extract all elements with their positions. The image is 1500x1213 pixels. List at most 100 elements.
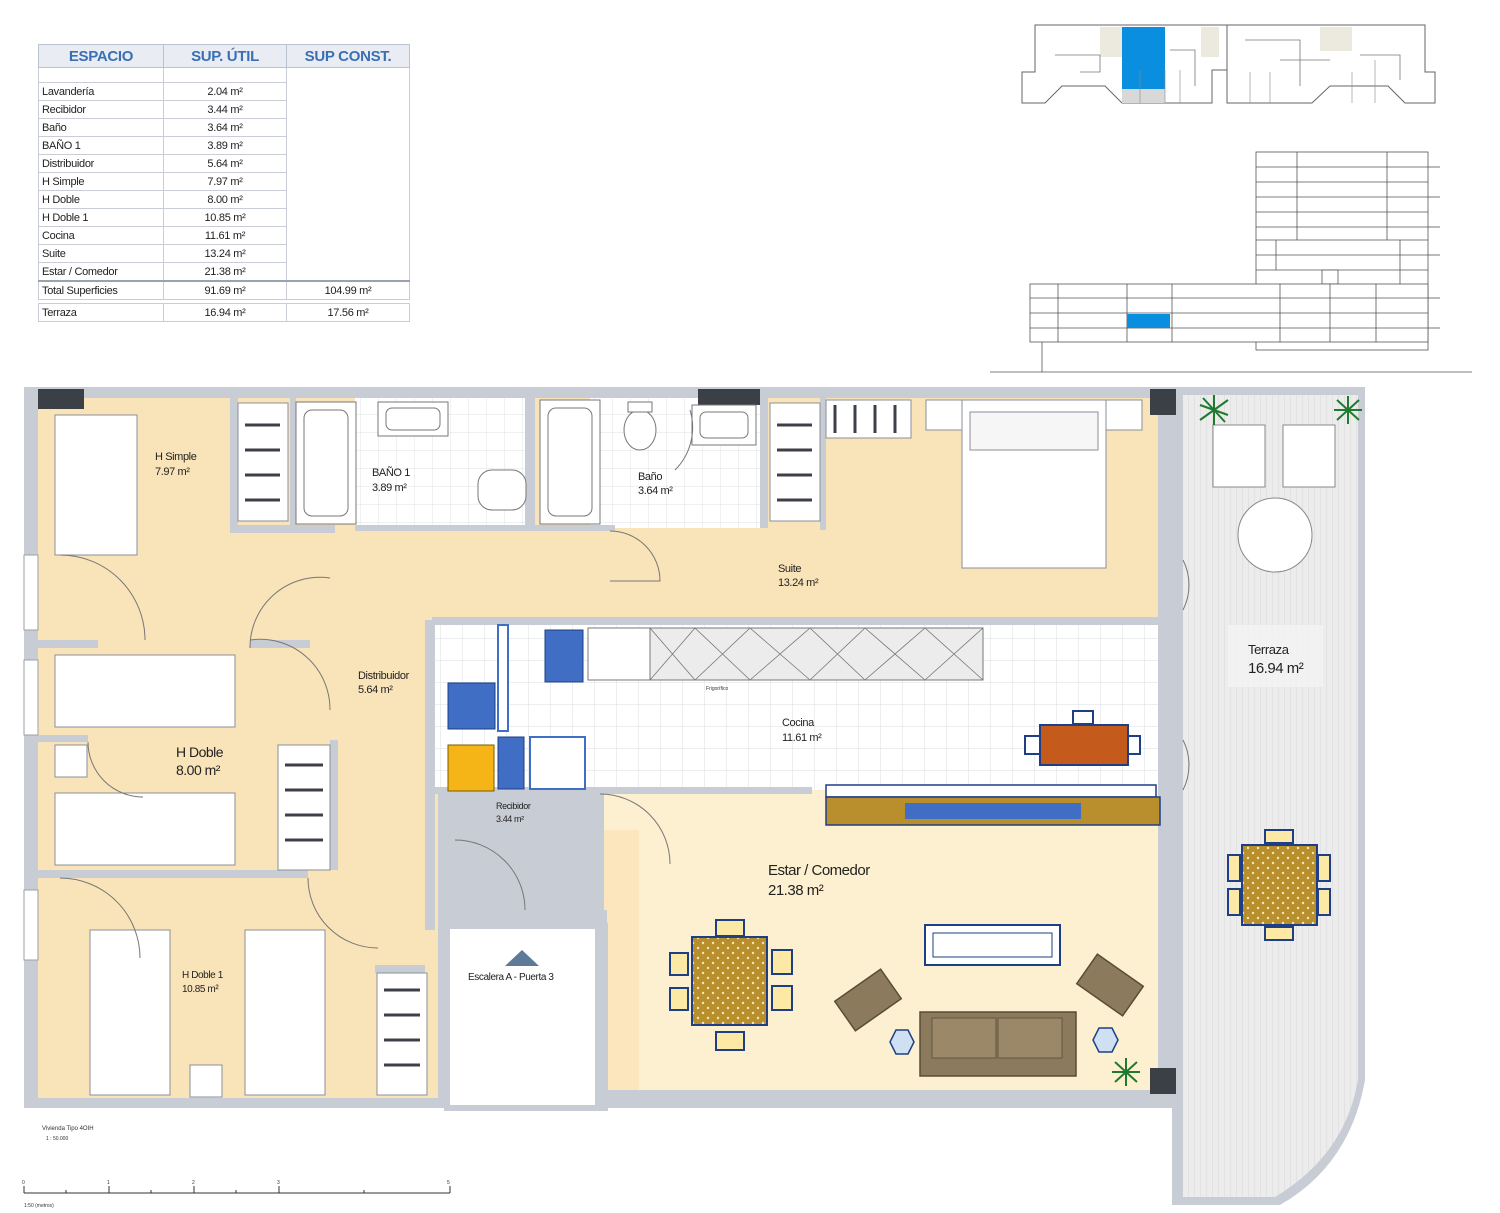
- kitchen-table: [1039, 724, 1129, 766]
- label-h-simple: H Simple: [155, 451, 197, 463]
- label-bano1: BAÑO 1: [372, 466, 410, 479]
- label-terraza: Terraza: [1248, 642, 1290, 657]
- label-h-doble: H Doble: [176, 744, 224, 760]
- wardrobe-hangers: [245, 405, 897, 1067]
- scale-tick-0: 0: [22, 1180, 25, 1186]
- scale-tick-5: 5: [447, 1180, 450, 1186]
- toilet-2: [623, 409, 657, 451]
- bed-h-doble-a: [54, 654, 236, 728]
- terrace-const: 17.56 m²: [286, 303, 410, 322]
- apartment-plan: [23, 387, 1365, 1205]
- left-windows: [23, 554, 39, 961]
- row-util: 7.97 m²: [163, 172, 287, 191]
- area-h-doble: 8.00 m²: [176, 762, 221, 778]
- label-suite: Suite: [778, 563, 801, 575]
- building-elevation: [990, 151, 1472, 373]
- room-labels: H Simple 7.97 m² BAÑO 1 3.89 m² Baño 3.6…: [155, 451, 1304, 995]
- bath-fixtures: [295, 399, 757, 525]
- elevation-highlight: [1127, 314, 1170, 328]
- row-space: BAÑO 1: [38, 136, 164, 155]
- entrance-label: Escalera A - Puerta 3: [468, 972, 554, 983]
- table-header-row: ESPACIO SUP. ÚTIL SUP CONST.: [38, 44, 410, 68]
- bed-h-doble1-a: [89, 929, 171, 1096]
- row-util: 13.24 m²: [163, 244, 287, 263]
- bed-h-simple: [54, 414, 138, 556]
- door-swings: [59, 409, 1190, 959]
- key-plan-highlight: [1122, 27, 1165, 89]
- dryer-appliance: [447, 744, 495, 792]
- terrace-util: 16.94 m²: [163, 303, 287, 322]
- beds: [54, 399, 1143, 1098]
- row-space: H Simple: [38, 172, 164, 191]
- plan-caption: Vivienda Tipo 4OIH 1 : 50.000: [42, 1126, 94, 1142]
- lounger-b: [1282, 424, 1336, 488]
- scale-tick-2: 2: [192, 1180, 195, 1186]
- toilet-1: [477, 469, 527, 511]
- row-util: 5.64 m²: [163, 154, 287, 173]
- area-h-simple: 7.97 m²: [155, 466, 190, 478]
- scale-tick-3: 3: [277, 1180, 280, 1186]
- area-estar: 21.38 m²: [768, 882, 824, 899]
- terrace-round-table: [1237, 497, 1313, 573]
- armchair-left: [833, 968, 903, 1032]
- area-suite: 13.24 m²: [778, 577, 819, 589]
- area-distribuidor: 5.64 m²: [358, 684, 393, 696]
- label-estar: Estar / Comedor: [768, 862, 870, 879]
- area-bano1: 3.89 m²: [372, 482, 407, 494]
- label-h-doble1: H Doble 1: [182, 970, 224, 981]
- scale-tick-1: 1: [107, 1180, 110, 1186]
- plan-caption-title: Vivienda Tipo 4OIH: [42, 1126, 94, 1132]
- fridge-appliance: [544, 629, 584, 683]
- area-bano: 3.64 m²: [638, 485, 673, 497]
- row-util: 21.38 m²: [163, 262, 287, 282]
- area-h-doble1: 10.85 m²: [182, 984, 219, 995]
- scale-unit: 1:50 (metros): [24, 1203, 54, 1209]
- washer-appliance: [447, 682, 496, 730]
- appliance-label: Frigorífico: [706, 686, 728, 692]
- scale-bar: 0 1 2 3 5 1:50 (metros): [22, 1180, 451, 1209]
- bed-h-doble-b: [54, 792, 236, 866]
- row-space: H Doble 1: [38, 208, 164, 227]
- row-space: Baño: [38, 118, 164, 137]
- terrace-space: Terraza: [38, 303, 164, 322]
- lounger-a: [1212, 424, 1266, 488]
- header-espacio: ESPACIO: [38, 44, 164, 68]
- kitchen-fixtures: [447, 624, 1161, 826]
- label-distribuidor: Distribuidor: [358, 670, 410, 682]
- row-space: Suite: [38, 244, 164, 263]
- row-space: Estar / Comedor: [38, 262, 164, 282]
- area-terraza: 16.94 m²: [1248, 660, 1304, 677]
- terrace-table: [1241, 844, 1318, 926]
- entrance-arrow-icon: [505, 950, 539, 966]
- area-cocina: 11.61 m²: [782, 732, 822, 744]
- table-blank-row: [38, 67, 410, 282]
- living-furniture: [669, 424, 1336, 1077]
- label-bano: Baño: [638, 471, 662, 483]
- armchair-right: [1075, 953, 1145, 1017]
- label-recibidor: Recibidor: [496, 801, 531, 811]
- row-space: Lavandería: [38, 82, 164, 101]
- stairwell: [444, 923, 608, 1111]
- total-util: 91.69 m²: [163, 280, 287, 300]
- terrace-floor: [1183, 395, 1358, 1197]
- key-plan: [1021, 24, 1436, 104]
- row-util: 3.64 m²: [163, 118, 287, 137]
- plants: [1112, 395, 1362, 1086]
- interior-walls: [38, 395, 1166, 1106]
- header-sup-const: SUP CONST.: [286, 44, 410, 68]
- dining-table: [691, 936, 768, 1026]
- total-space: Total Superficies: [38, 280, 164, 300]
- columns: [38, 389, 1176, 1094]
